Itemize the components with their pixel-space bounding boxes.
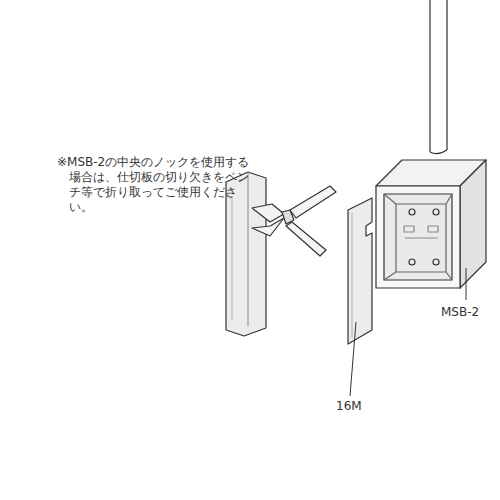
part-label: 16M: [336, 399, 362, 414]
part-label: MSB-2: [441, 305, 479, 320]
pliers: [252, 186, 336, 256]
outlet-box-msb2: [376, 150, 486, 300]
conduit-pipe: [430, 0, 447, 152]
partition-plate-16m: [348, 198, 372, 396]
note-text: ※MSB-2の中央のノックを使用する場合は、仕切板の切り欠きをペンチ等で折り取っ…: [57, 155, 259, 215]
